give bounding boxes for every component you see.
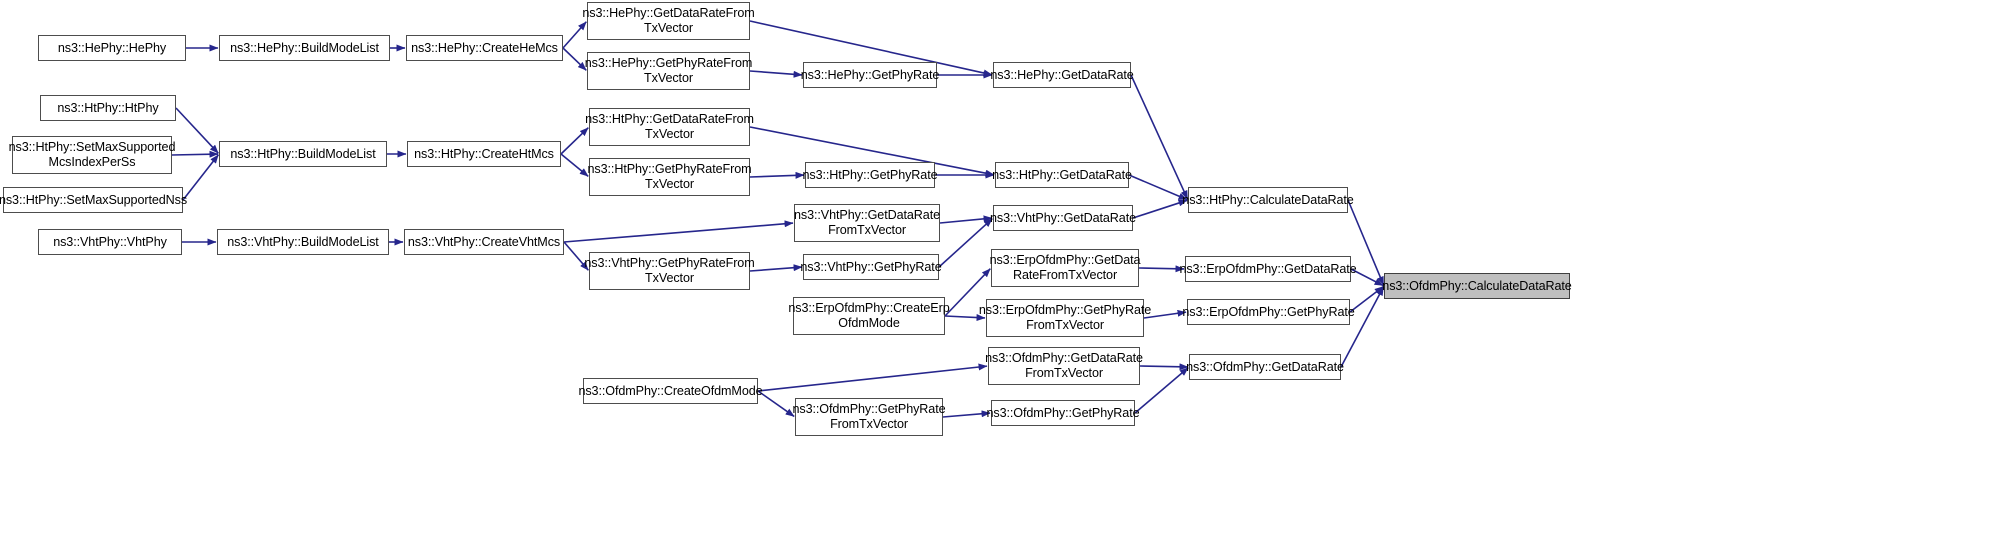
graph-edge: [560, 153, 589, 177]
graph-node[interactable]: ns3::HtPhy::GetDataRate: [992, 162, 1132, 188]
graph-node[interactable]: ns3::VhtPhy::GetPhyRateFrom TxVector: [584, 252, 755, 290]
graph-edge: [175, 107, 219, 154]
graph-edge: [1132, 199, 1188, 219]
graph-edge: [562, 47, 587, 71]
graph-node[interactable]: ns3::HtPhy::HtPhy: [40, 95, 176, 121]
graph-node[interactable]: ns3::HePhy::GetPhyRate: [801, 62, 939, 88]
graph-edge: [1130, 74, 1189, 200]
graph-node[interactable]: ns3::OfdmPhy::GetDataRate FromTxVector: [985, 347, 1143, 385]
graph-node[interactable]: ns3::VhtPhy::GetDataRate: [990, 205, 1136, 231]
graph-node[interactable]: ns3::HtPhy::SetMaxSupported McsIndexPerS…: [9, 136, 175, 174]
graph-node[interactable]: ns3::HePhy::BuildModeList: [219, 35, 390, 61]
graph-node[interactable]: ns3::OfdmPhy::GetDataRate: [1186, 354, 1344, 380]
graph-node[interactable]: ns3::HtPhy::GetPhyRate: [803, 162, 938, 188]
graph-edge: [749, 171, 805, 179]
graph-node[interactable]: ns3::ErpOfdmPhy::GetPhyRate FromTxVector: [979, 299, 1151, 337]
graph-edge: [749, 70, 803, 78]
graph-node[interactable]: ns3::VhtPhy::BuildModeList: [217, 229, 389, 255]
graph-node[interactable]: ns3::VhtPhy::GetPhyRate: [800, 254, 942, 280]
graph-edge: [1139, 363, 1189, 371]
graph-node[interactable]: ns3::ErpOfdmPhy::GetData RateFromTxVecto…: [990, 249, 1141, 287]
graph-node[interactable]: ns3::ErpOfdmPhy::CreateErp OfdmMode: [788, 297, 950, 335]
graph-node[interactable]: ns3::HtPhy::SetMaxSupportedNss: [0, 187, 187, 213]
graph-node[interactable]: ns3::HtPhy::GetDataRateFrom TxVector: [585, 108, 754, 146]
graph-node[interactable]: ns3::VhtPhy::GetDataRate FromTxVector: [794, 204, 940, 242]
graph-edge: [1128, 174, 1188, 201]
graph-node[interactable]: ns3::HePhy::GetDataRate: [990, 62, 1134, 88]
graph-node[interactable]: ns3::HePhy::CreateHeMcs: [406, 35, 563, 61]
graph-node[interactable]: ns3::HePhy::HePhy: [38, 35, 186, 61]
graph-edge: [1134, 367, 1189, 414]
graph-node[interactable]: ns3::OfdmPhy::CalculateDataRate: [1382, 273, 1572, 299]
graph-node[interactable]: ns3::OfdmPhy::GetPhyRate FromTxVector: [793, 398, 946, 436]
graph-edge: [939, 215, 993, 224]
graph-edge: [182, 154, 220, 201]
graph-node[interactable]: ns3::VhtPhy::CreateVhtMcs: [404, 229, 564, 255]
graph-edge: [749, 264, 803, 272]
graph-edge: [1138, 265, 1185, 273]
graph-node[interactable]: ns3::OfdmPhy::CreateOfdmMode: [578, 378, 763, 404]
graph-node[interactable]: ns3::HtPhy::CalculateDataRate: [1182, 187, 1354, 213]
graph-edge: [938, 218, 993, 268]
graph-edge: [757, 363, 988, 392]
graph-edge: [171, 150, 219, 158]
graph-node[interactable]: ns3::ErpOfdmPhy::GetPhyRate: [1182, 299, 1355, 325]
graph-edge: [942, 410, 991, 418]
graph-node[interactable]: ns3::HtPhy::BuildModeList: [219, 141, 387, 167]
graph-node[interactable]: ns3::HePhy::GetPhyRateFrom TxVector: [585, 52, 752, 90]
graph-node[interactable]: ns3::OfdmPhy::GetPhyRate: [987, 400, 1140, 426]
graph-node[interactable]: ns3::HtPhy::GetPhyRateFrom TxVector: [588, 158, 752, 196]
graph-node[interactable]: ns3::HePhy::GetDataRateFrom TxVector: [582, 2, 755, 40]
graph-node[interactable]: ns3::VhtPhy::VhtPhy: [38, 229, 182, 255]
graph-node[interactable]: ns3::ErpOfdmPhy::GetDataRate: [1179, 256, 1357, 282]
graph-edge: [757, 390, 795, 418]
graph-edge: [563, 220, 794, 243]
graph-node[interactable]: ns3::HtPhy::CreateHtMcs: [407, 141, 561, 167]
